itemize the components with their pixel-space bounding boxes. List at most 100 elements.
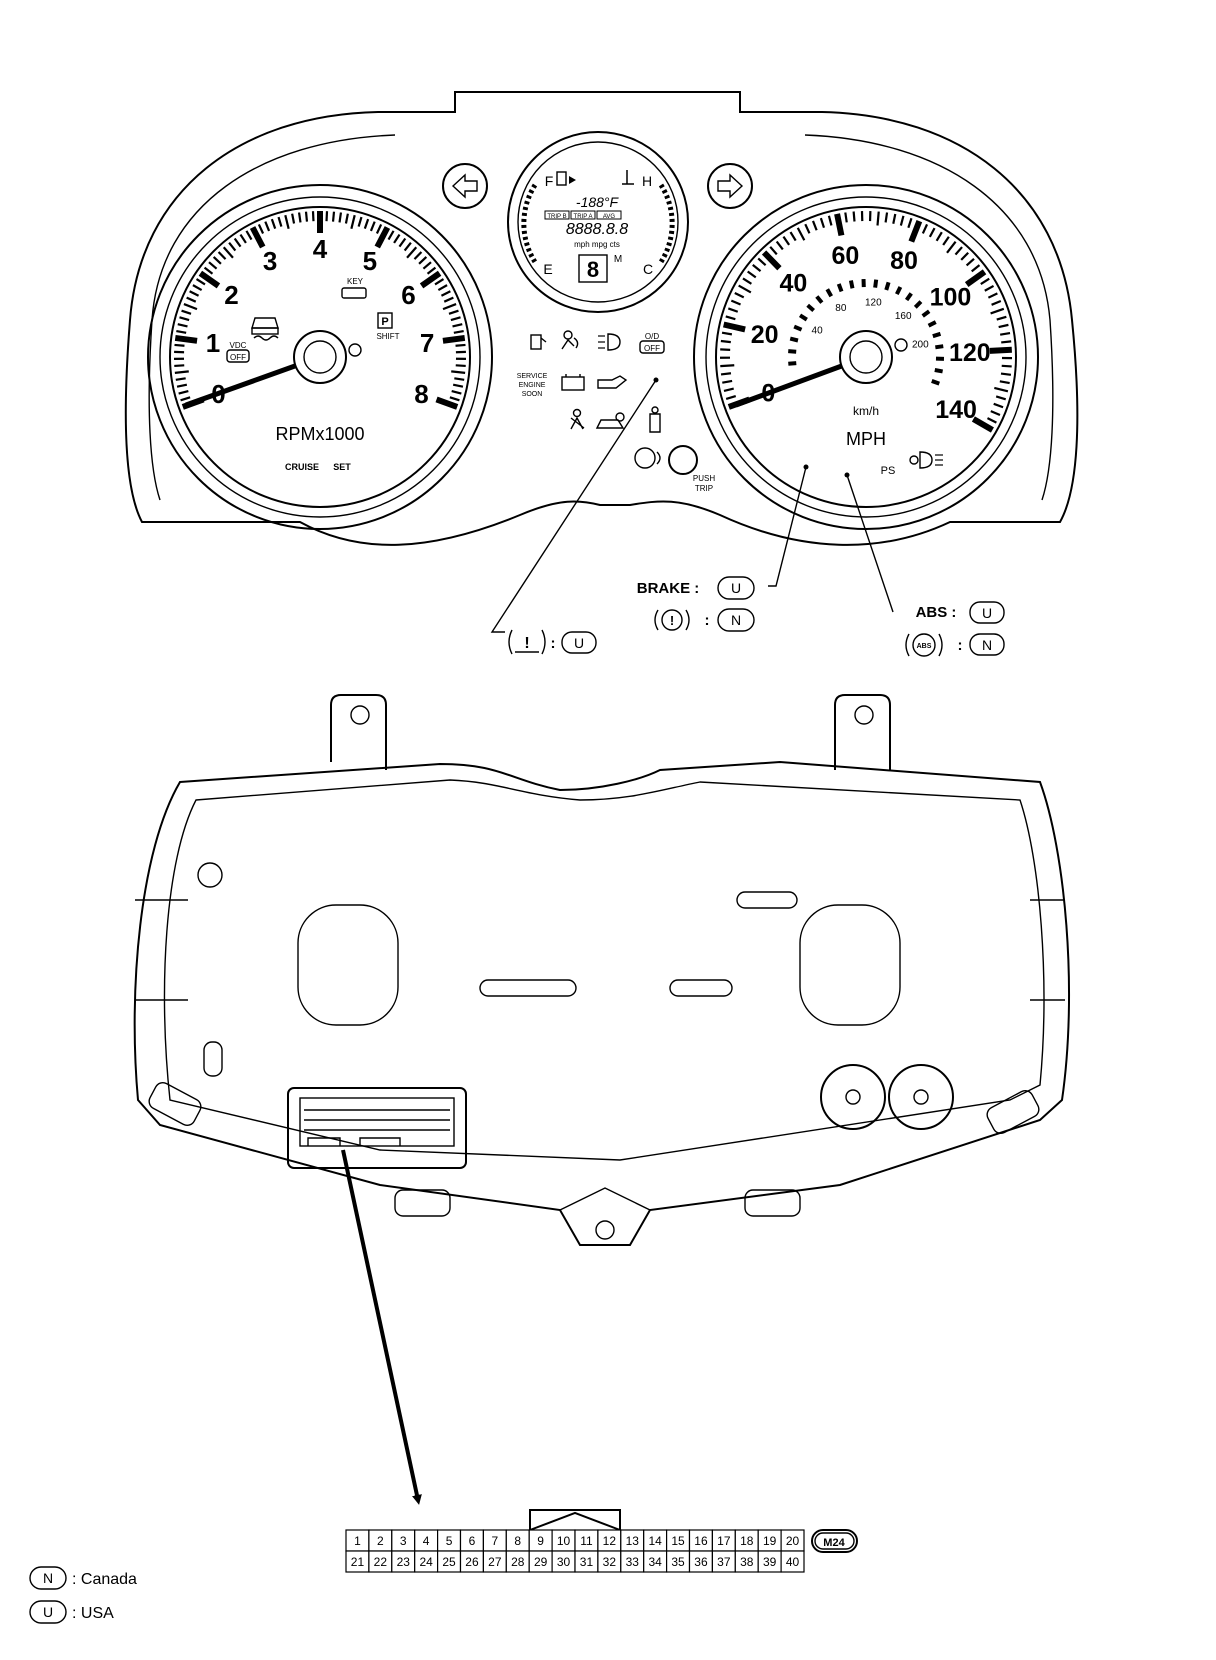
speedo-tick [899,215,905,226]
tacho-tick [174,370,189,374]
tacho-tick [331,211,336,222]
tacho-numeral: 4 [313,234,328,264]
tacho-numeral: 8 [414,379,428,409]
abs-usa-badge [969,601,1005,624]
tacho-tick [175,377,186,381]
tacho-tick [451,370,466,374]
connector-pin-number: 1 [354,1534,361,1548]
speedo-tick [723,387,734,392]
abs-leader-line [846,474,894,613]
tacho-tick [217,251,227,260]
kmh-tick [895,286,903,296]
connector-pin-number: 12 [603,1534,617,1548]
speedo-tick [789,231,797,242]
tacho-tick [178,389,189,395]
speedo-tick [844,212,848,223]
rear-housing-ribs [135,899,1065,1001]
connector-pin-number: 28 [511,1555,525,1569]
tacho-tick [419,270,442,289]
speedo-tick [971,416,994,433]
meter-housing-outline [124,91,1079,546]
speedo-tick [964,269,987,288]
speedo-numeral: 40 [779,270,807,298]
tacho-tick [418,256,428,265]
tacho-tick [198,270,221,289]
kmh-tick [884,281,891,291]
oil-pressure-icon [597,375,628,389]
tacho-tick [398,237,407,248]
low-fuel-icon [530,334,547,350]
speedo-tick [775,240,784,251]
tpms-exclaim: ! [524,635,529,652]
tacho-tick [264,221,271,232]
connector-pin-number: 20 [786,1534,800,1548]
tacho-tick [387,230,395,241]
connector-pin-number: 33 [626,1555,640,1569]
connector-pin-number: 18 [740,1534,754,1548]
tacho-tick [239,233,247,244]
trip-tab-label: AVG [603,214,616,220]
set-indicator: SET [333,462,351,472]
odometer-display: 8888.8.8 [566,221,628,238]
push-label: PUSH [693,474,715,483]
speedo-tick [796,227,806,241]
tacho-tick [403,242,412,252]
abs-warning-icon: ABS [905,633,943,657]
temp-cold-label: C [643,261,653,277]
tacho-tick [375,223,383,234]
right-hook [986,1090,1040,1134]
tacho-tick [177,323,188,328]
left-arrow-icon [451,173,478,199]
speedo-tick [734,292,745,299]
speedo-tick [960,251,969,261]
speedo-needle-stop [894,338,908,352]
tacho-tick [174,364,185,368]
speedo-tick [721,331,733,336]
speedo-numeral: 120 [949,339,991,367]
trip-reset-knob [668,445,698,475]
speedo-tick [747,270,757,279]
speedo-tick [935,231,943,242]
abs-canada-code: N [982,637,992,653]
connector-id-badge [811,1529,858,1553]
p-shift-letter: P [381,316,388,328]
speedo-bezel-inner [705,196,1027,518]
kmh-tick [931,379,940,386]
tacho-tick [176,329,187,334]
speedo-tick [761,250,782,271]
service-engine-line3: SOON [522,391,543,398]
center-bezel-inner [517,141,679,303]
tacho-tick [422,261,432,270]
connector-pin-number: 3 [400,1534,407,1548]
p-shift-icon [377,312,393,329]
tacho-tick [195,278,206,286]
speedo-tick [884,212,889,223]
right-mount-hole [854,705,874,725]
vdc-off-label: OFF [230,353,246,362]
tacho-tick [426,266,437,275]
speedo-numeral: 60 [831,242,859,270]
tacho-tick [208,261,218,270]
brake-warning-icon: ! [654,609,690,631]
brake-colon: : [705,612,710,629]
speedo-tick [990,307,1005,315]
mph-label: MPH [846,429,886,449]
trip-tab-label: TRIP A [574,214,593,220]
ps-label: PS [881,465,896,477]
tacho-tick [270,218,277,229]
key-icon [341,287,367,299]
connector-pin-number: 14 [648,1534,662,1548]
rear-trip-boss [820,1064,886,1130]
tacho-numeral: 6 [401,280,415,310]
tacho-tick [434,278,445,286]
tpms-usa-code: U [574,635,584,651]
speedo-tick [999,380,1010,385]
rear-upper-slot [736,891,798,909]
connector-pin-number: 40 [786,1555,800,1569]
tacho-tick [284,214,290,230]
brake-canada-badge [717,608,755,632]
speedo-tick [987,292,998,299]
